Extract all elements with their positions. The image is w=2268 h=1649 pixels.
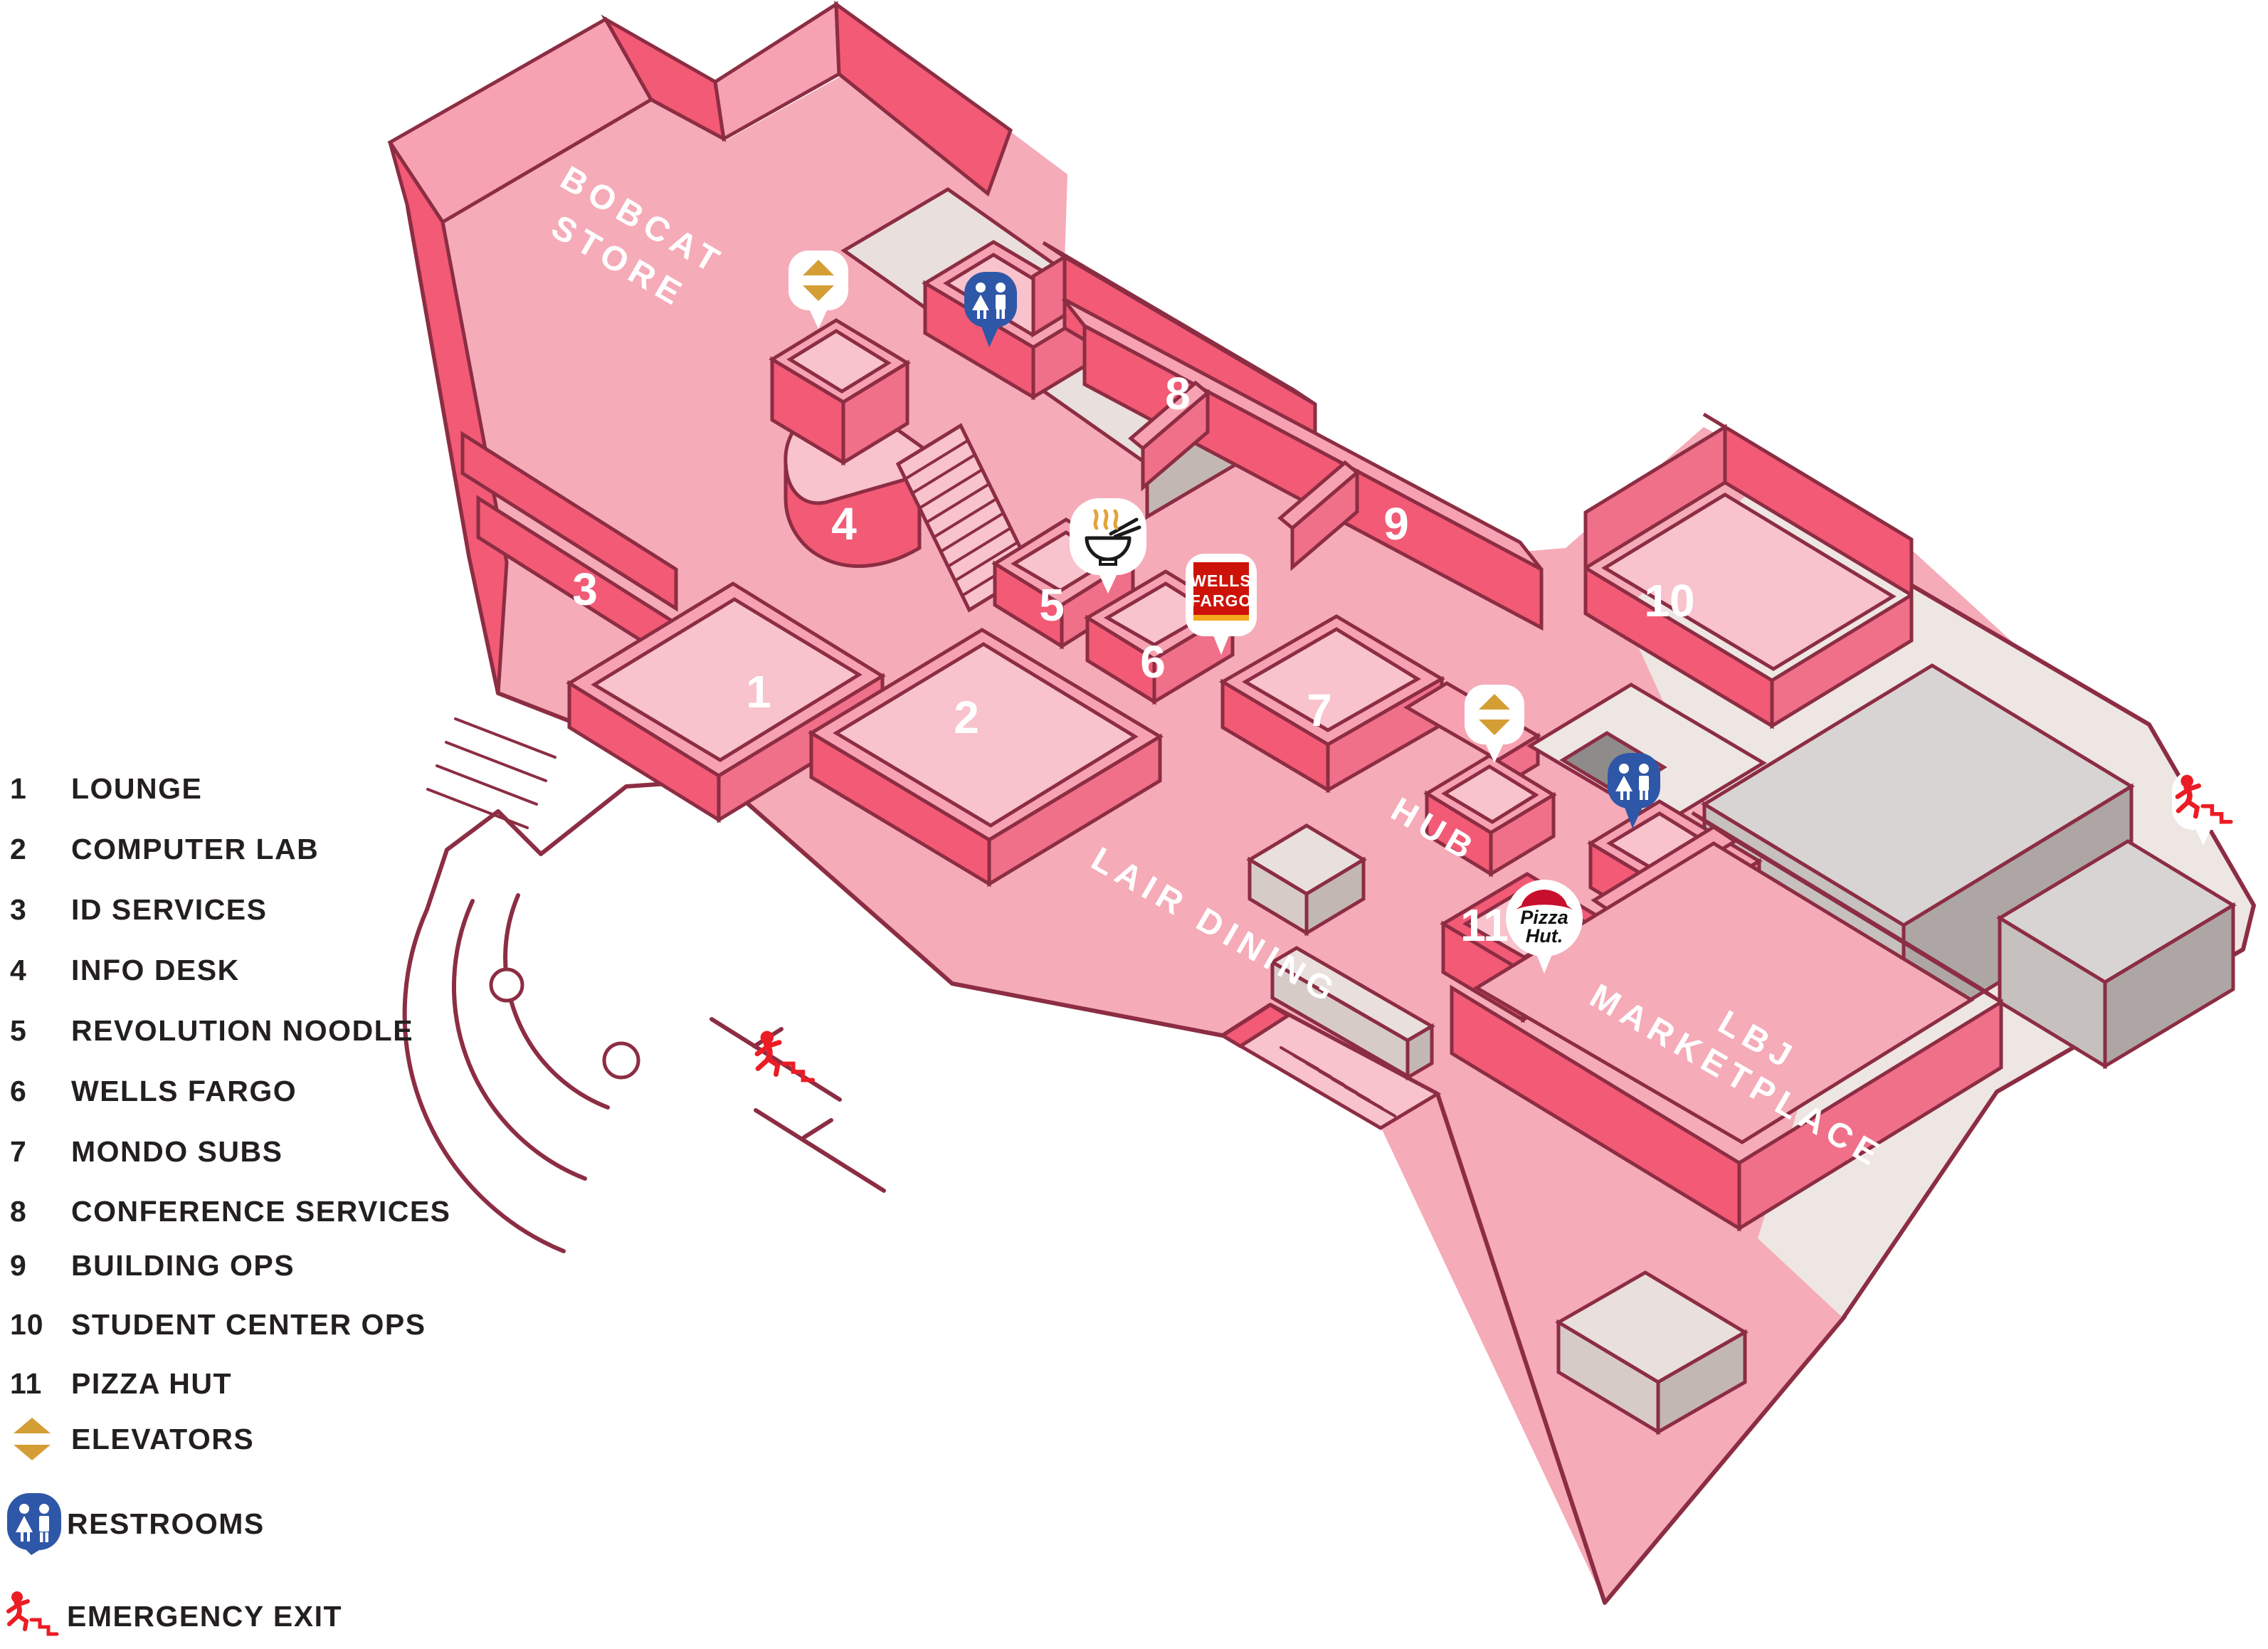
- room-numbers: 1 2 3 4 5 6 7 8 9 10 11: [572, 368, 1694, 951]
- room-number-5: 5: [1039, 579, 1065, 631]
- legend-item-emergency-exit: EMERGENCY EXIT: [6, 1586, 342, 1647]
- legend-item-elevators: ELEVATORS: [10, 1413, 254, 1465]
- pizza-hut-pin: Pizza Hut.: [1506, 880, 1583, 974]
- room-number-3: 3: [572, 564, 598, 615]
- svg-text:Pizza: Pizza: [1520, 907, 1568, 928]
- gray-box-east: [1996, 839, 2237, 1070]
- legend-item-3: 3 ID SERVICES: [10, 892, 268, 926]
- pizza-hut-logo: Pizza Hut.: [1516, 890, 1573, 947]
- emergency-exit-pin-east: [2172, 770, 2235, 845]
- legend-item-4: 4 INFO DESK: [10, 953, 240, 986]
- room-9-building-ops: [1062, 297, 1544, 631]
- sunken-stairwell: [1219, 946, 1442, 1130]
- elevator-block-1: [769, 318, 911, 466]
- legend-item-6: 6 WELLS FARGO: [10, 1074, 297, 1107]
- room-number-7: 7: [1307, 685, 1332, 736]
- emergency-exit-icon: [6, 1591, 59, 1636]
- legend-item-1: 1 LOUNGE: [10, 771, 203, 805]
- patio-railings: [710, 1017, 886, 1193]
- beige-box-south: [1555, 1270, 1749, 1435]
- room-number-1: 1: [746, 666, 771, 717]
- room-number-4: 4: [831, 498, 857, 549]
- room-10-student-center-ops: [1583, 412, 1914, 729]
- west-steps: [426, 717, 557, 829]
- legend-item-9: 9 BUILDING OPS: [10, 1248, 295, 1282]
- legend-item-restrooms: RESTROOMS: [6, 1492, 265, 1556]
- noodle-bowl-icon: [1085, 509, 1141, 566]
- room-number-11: 11: [1460, 900, 1509, 951]
- legend-item-10: 10 STUDENT CENTER OPS: [10, 1307, 426, 1341]
- beige-box-small: [1246, 823, 1367, 937]
- room-7-mondo-subs: [1219, 614, 1445, 794]
- svg-text:WELLS: WELLS: [1191, 571, 1252, 590]
- room-number-8: 8: [1165, 368, 1191, 419]
- restrooms-icon: [7, 1493, 61, 1555]
- room-1-lounge: [566, 581, 886, 823]
- legend-item-5: 5 REVOLUTION NOODLE: [10, 1013, 414, 1047]
- room-number-6: 6: [1140, 636, 1166, 687]
- svg-text:Hut.: Hut.: [1526, 925, 1563, 947]
- room-2-computer-lab: [808, 628, 1164, 887]
- noodle-bowl-pin: [1070, 498, 1146, 594]
- wells-fargo-pin: WELLS FARGO: [1186, 554, 1257, 655]
- room-number-9: 9: [1383, 498, 1409, 549]
- svg-text:FARGO: FARGO: [1191, 591, 1252, 610]
- legend-item-8: 8 CONFERENCE SERVICES: [10, 1194, 451, 1228]
- lbj-marketplace-room: [1450, 811, 2003, 1232]
- elevator-icon: [14, 1418, 51, 1460]
- room-number-2: 2: [954, 692, 979, 743]
- legend-item-2: 2 COMPUTER LAB: [10, 832, 320, 865]
- bobcat-store-walls: [387, 0, 1013, 694]
- room-number-10: 10: [1644, 575, 1694, 626]
- amphitheater-outline: [402, 717, 886, 1253]
- legend-item-7: 7 MONDO SUBS: [10, 1134, 283, 1168]
- legend-item-11: 11 PIZZA HUT: [10, 1366, 233, 1400]
- wells-fargo-logo: WELLS FARGO: [1191, 562, 1252, 621]
